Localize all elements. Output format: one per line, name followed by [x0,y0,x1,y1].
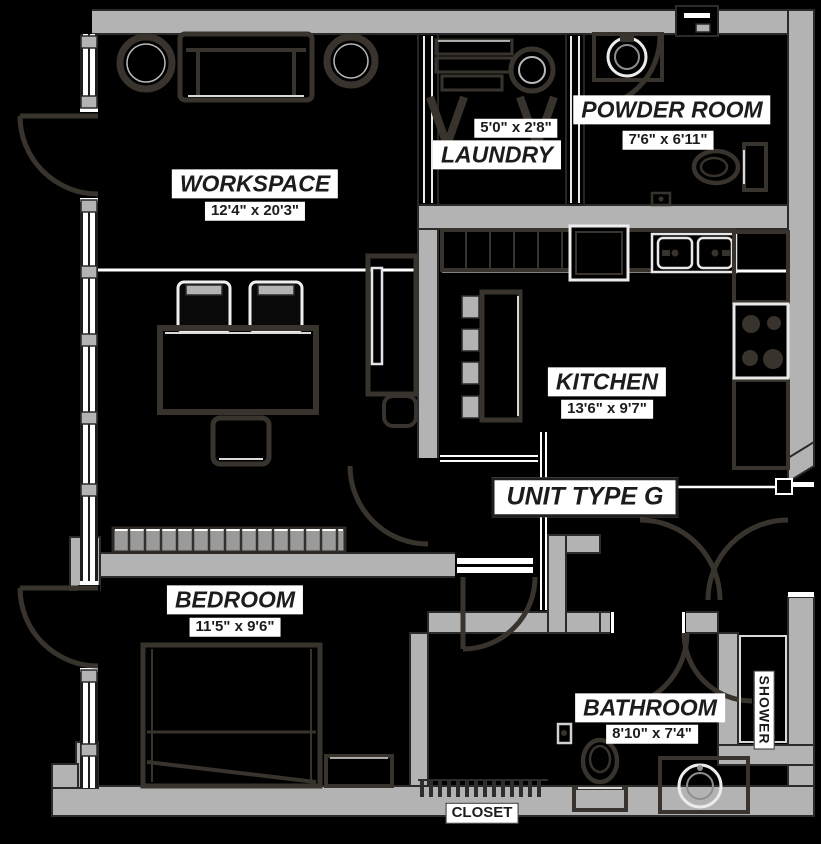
wall-chase [675,5,719,37]
room-label-shower: SHOWER [753,670,775,750]
toilet-paper-holder [556,722,573,745]
dining-chair [210,415,272,467]
window-wall [78,34,100,788]
room-label-powder-room: POWDER ROOM [573,95,771,125]
double-sink [650,232,738,274]
room-dims-bedroom: 11'5" x 9'6" [189,617,281,637]
room-dims-laundry: 5'0" x 2'8" [474,118,558,138]
toilet [572,737,628,812]
room-dims-workspace: 12'4" x 20'3" [204,201,306,221]
dining-chair [176,280,304,334]
toilet [691,142,768,192]
unit-type-label: UNIT TYPE G [491,477,679,517]
closet-rod [418,779,548,797]
kitchen-island [461,289,523,423]
round-side-table [116,33,176,93]
room-label-kitchen: KITCHEN [547,367,667,397]
sofa [177,31,315,103]
bed [140,642,323,789]
stove [732,302,790,380]
dining-table [157,325,319,415]
refrigerator [568,224,630,282]
flush-plate [650,191,672,207]
room-label-laundry: LAUNDRY [432,140,562,170]
laundry-shelves [434,38,514,92]
room-dims-bathroom: 8'10" x 7'4" [606,724,698,744]
room-label-bedroom: BEDROOM [166,585,304,615]
room-label-workspace: WORKSPACE [171,169,339,199]
room-label-closet: CLOSET [445,802,519,824]
room-dims-kitchen: 13'6" x 9'7" [561,399,653,419]
counter [732,230,790,470]
door-openings [455,482,814,634]
vanity-sink [592,32,664,82]
laundry-machine [508,46,556,94]
vanity-sink [658,756,750,814]
desk [365,253,419,428]
nightstand [324,754,394,788]
round-side-table [323,33,379,89]
room-label-bathroom: BATHROOM [575,693,725,723]
room-dims-powder-room: 7'6" x 6'11" [622,130,714,150]
media-console [111,526,347,554]
